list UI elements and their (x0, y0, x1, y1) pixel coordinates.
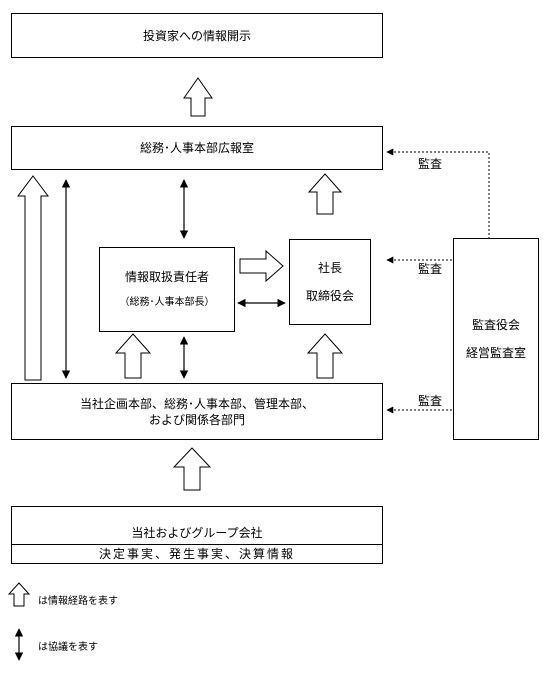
info-route-arrow-dept-to-president (306, 333, 344, 379)
audit-label-president: 監査 (418, 262, 443, 276)
info-route-arrow-left-vertical (17, 175, 49, 381)
audit-label-pr: 監査 (418, 157, 443, 171)
info-officer-title: 情報取扱責任者 (124, 269, 209, 284)
management-audit-label: 経営監査室 (465, 346, 526, 360)
legend-info-route-icon (7, 582, 31, 607)
info-route-arrow-pr-to-disclosure (183, 77, 213, 117)
departments-line1: 当社企画本部、総務･人事本部、管理本部、 (79, 396, 314, 411)
group-companies-box: 当社およびグループ会社 決定事実、発生事実、決算情報 (11, 506, 383, 564)
info-route-arrow-president-to-pr (307, 173, 343, 215)
facts-bar: 決定事実、発生事実、決算情報 (12, 544, 382, 563)
audit-arrow-pr (386, 148, 490, 239)
legend-consultation-text: は協議を表す (38, 642, 98, 653)
departments-line2: および関係各部門 (148, 412, 245, 427)
info-route-arrow-officer-to-president (239, 249, 284, 283)
president-label: 社長 (317, 261, 342, 275)
audit-box: 監査役会 経営監査室 (453, 238, 539, 440)
disclosure-label: 投資家への情報開示 (142, 28, 251, 43)
disclosure-box: 投資家への情報開示 (11, 13, 383, 58)
audit-committee-label: 監査役会 (471, 318, 520, 332)
info-route-arrow-group-to-dept (172, 447, 212, 491)
board-label: 取締役会 (305, 289, 354, 303)
facts-label: 決定事実、発生事実、決算情報 (98, 547, 295, 561)
president-box: 社長 取締役会 (289, 239, 371, 325)
audit-label-departments: 監査 (418, 394, 443, 408)
group-companies-title: 当社およびグループ会社 (131, 526, 263, 540)
departments-box: 当社企画本部、総務･人事本部、管理本部、 および関係各部門 (11, 383, 383, 440)
info-officer-subtitle: （総務･人事本部長） (119, 296, 215, 308)
info-officer-box: 情報取扱責任者 （総務･人事本部長） (99, 247, 235, 332)
general-affairs-pr-box: 総務･人事本部広報室 (11, 126, 383, 170)
general-affairs-pr-label: 総務･人事本部広報室 (139, 141, 254, 155)
legend-info-route-text: は情報経路を表す (38, 596, 118, 607)
info-route-arrow-dept-to-officer (114, 333, 152, 379)
